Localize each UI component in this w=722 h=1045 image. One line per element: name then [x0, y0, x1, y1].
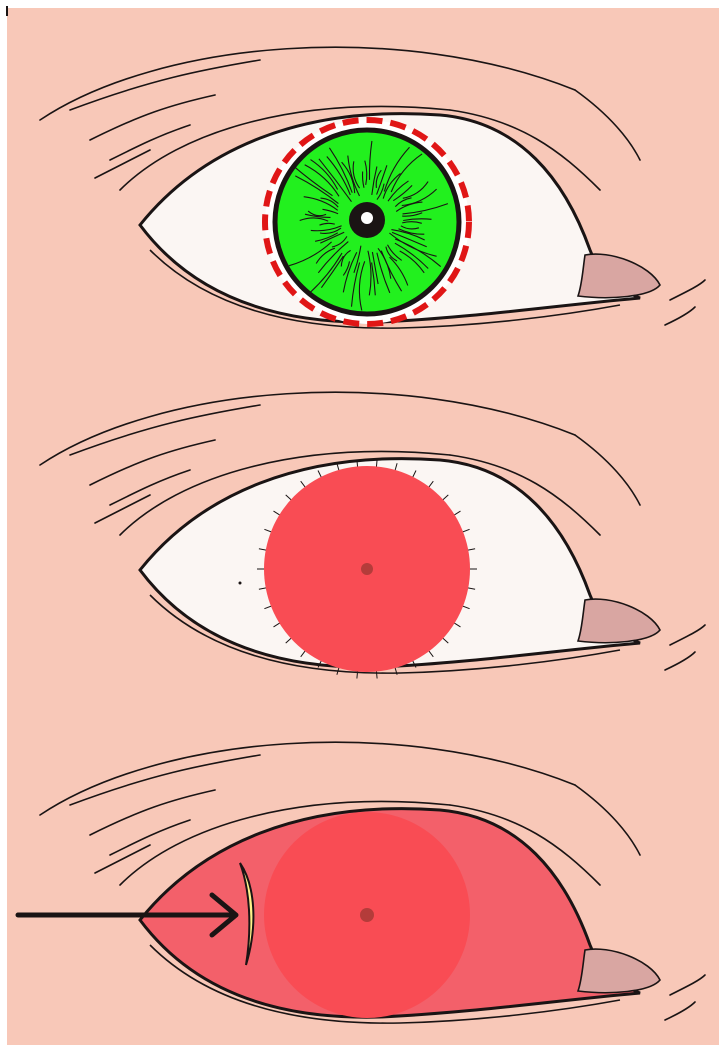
corner-mark: [6, 6, 8, 16]
speck: [239, 582, 242, 585]
pupil-dot: [360, 908, 374, 922]
pupil-dot: [361, 563, 373, 575]
pupil-highlight: [361, 212, 373, 224]
